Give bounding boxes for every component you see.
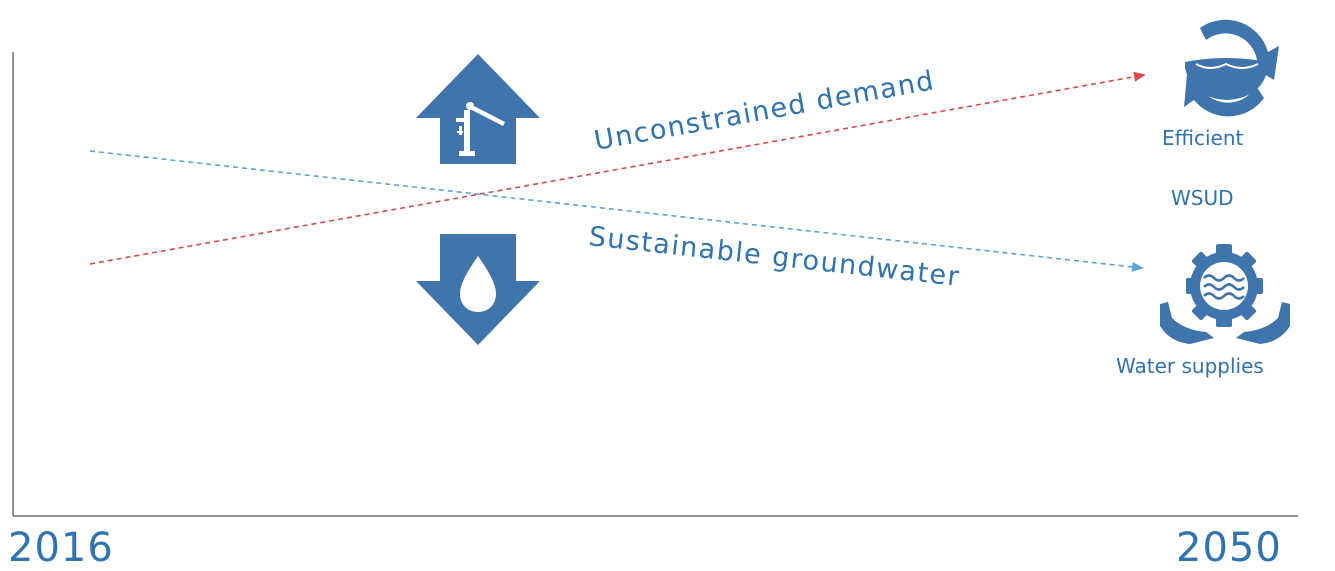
wsud-label: WSUD <box>1171 186 1234 210</box>
water-supplies-label: Water supplies <box>1116 354 1264 378</box>
groundwater-line-label: Sustainable groundwater <box>587 221 962 293</box>
start-year-label: 2016 <box>8 525 114 571</box>
efficient-label: Efficient <box>1162 126 1244 150</box>
gear-hands-water-icon <box>1160 244 1290 344</box>
recycle-water-icon <box>1184 19 1279 117</box>
demand-trend-line <box>89 71 1146 265</box>
groundwater-trend-line <box>89 150 1144 272</box>
end-year-label: 2050 <box>1176 525 1282 571</box>
house-pump-up-arrow-icon <box>416 54 540 164</box>
water-drop-down-arrow-icon <box>416 234 540 345</box>
